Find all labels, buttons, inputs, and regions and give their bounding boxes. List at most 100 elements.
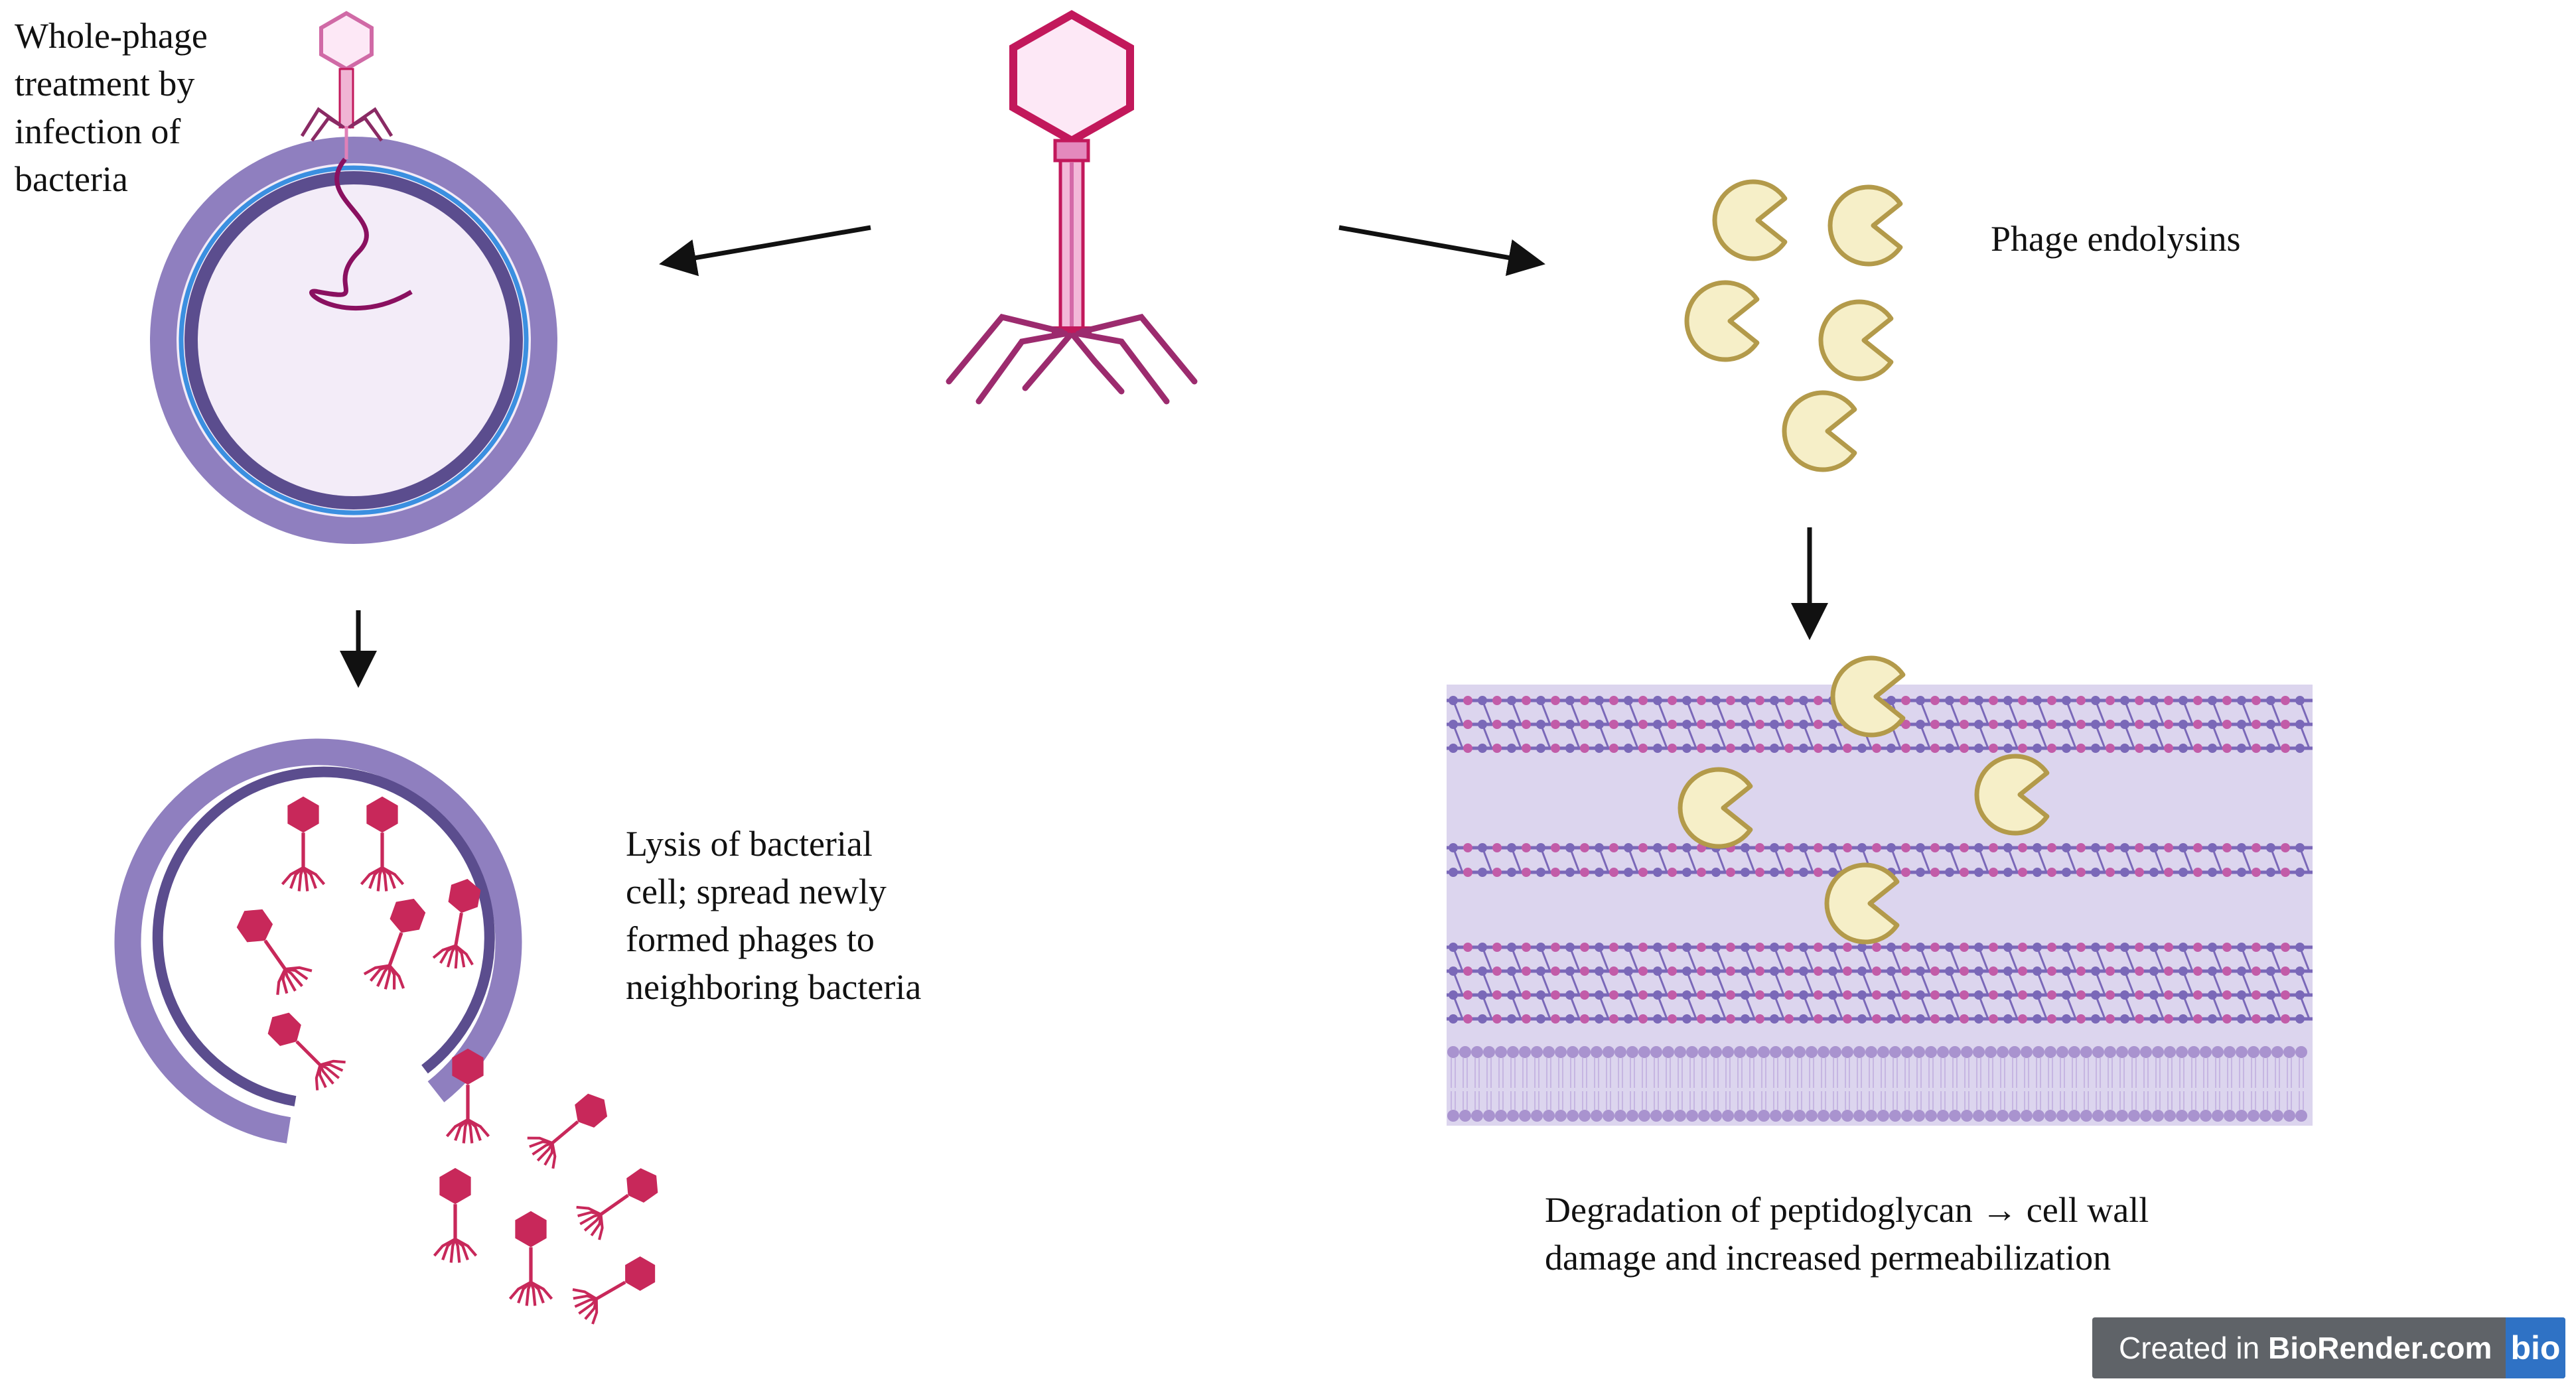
- lipid-unit: [2259, 1046, 2271, 1122]
- lipid-unit: [1531, 1046, 1543, 1122]
- lipid-unit: [1638, 1046, 1650, 1122]
- central-phage-icon: [946, 10, 1198, 405]
- lipid-unit: [1901, 1046, 1913, 1122]
- lipid-unit: [1794, 1046, 1806, 1122]
- lipid-unit: [1865, 1046, 1877, 1122]
- label-phage-endolysins: Phage endolysins: [1991, 219, 2241, 259]
- lipid-unit: [1710, 1046, 1722, 1122]
- lipid-unit: [1555, 1046, 1567, 1122]
- progeny-phage-icon: [281, 796, 326, 892]
- lipid-unit: [2271, 1046, 2283, 1122]
- lipid-unit: [2200, 1046, 2212, 1122]
- lipid-unit: [1734, 1046, 1746, 1122]
- lipid-unit: [1543, 1046, 1555, 1122]
- lipid-unit: [2116, 1046, 2128, 1122]
- progeny-phage-icon: [508, 1211, 553, 1306]
- label-degradation: Degradation of peptidoglycan → cell wall…: [1545, 1190, 2149, 1278]
- arrows: [340, 225, 1828, 688]
- lipid-unit: [1662, 1046, 1674, 1122]
- lipid-unit: [1447, 1046, 1459, 1122]
- lipid-unit: [2092, 1046, 2104, 1122]
- progeny-phage-icon: [445, 1048, 490, 1144]
- lipid-unit: [2068, 1046, 2080, 1122]
- lipid-unit: [2080, 1046, 2092, 1122]
- lipid-unit: [1770, 1046, 1782, 1122]
- badge-text: Created in BioRender.com: [2119, 1331, 2492, 1365]
- progeny-phage-icon: [576, 1168, 658, 1240]
- lipid-unit: [2140, 1046, 2152, 1122]
- lipid-unit: [1841, 1046, 1853, 1122]
- endolysin-pacman-icon: [1824, 862, 1900, 945]
- lipid-unit: [2295, 1046, 2307, 1122]
- glycan-chain: [1447, 943, 2313, 972]
- lipid-unit: [1686, 1046, 1698, 1122]
- lipid-unit: [1973, 1046, 1985, 1122]
- arrow-to-endolysins: [1338, 225, 1545, 276]
- lipid-unit: [1818, 1046, 1829, 1122]
- lipid-unit: [2176, 1046, 2188, 1122]
- glycan-chain: [1447, 966, 2313, 996]
- arrow-to-whole-phage: [659, 225, 871, 277]
- lipid-unit: [1746, 1046, 1758, 1122]
- lipid-unit: [1483, 1046, 1495, 1122]
- lipid-unit: [1614, 1046, 1626, 1122]
- endolysin-pacman-icon: [1830, 655, 1906, 738]
- endolysin-pacman-icon: [1974, 754, 2050, 836]
- lipid-unit: [1722, 1046, 1734, 1122]
- lipid-unit: [1674, 1046, 1686, 1122]
- glycan-chain: [1447, 744, 2313, 753]
- glycan-chain: [1447, 1014, 2313, 1024]
- biorender-badge[interactable]: Created in BioRender.com bio: [2092, 1317, 2565, 1378]
- endolysin-pacman-icon: [1818, 299, 1894, 381]
- lipid-unit: [1853, 1046, 1865, 1122]
- biorender-logo-icon: bio: [2506, 1317, 2565, 1378]
- lipid-unit: [1937, 1046, 1949, 1122]
- lipid-unit: [2248, 1046, 2259, 1122]
- lipid-unit: [2033, 1046, 2044, 1122]
- glycan-chain: [1447, 843, 2313, 873]
- endolysin-pacman-icon: [1684, 280, 1760, 362]
- lysing-bacterium-icon: [114, 738, 522, 1144]
- lipid-unit: [2021, 1046, 2033, 1122]
- infected-bacterium-icon: [150, 11, 557, 544]
- lipid-unit: [2212, 1046, 2224, 1122]
- endolysin-cluster: [1684, 179, 1903, 472]
- lipid-unit: [1889, 1046, 1901, 1122]
- lipid-unit: [1806, 1046, 1818, 1122]
- lipid-unit: [1471, 1046, 1483, 1122]
- peptidoglycan-wall-icon: [1447, 685, 2313, 1126]
- lipid-unit: [1650, 1046, 1662, 1122]
- endolysin-pacman-icon: [1782, 390, 1857, 472]
- lipid-unit: [2188, 1046, 2200, 1122]
- progeny-phages: [236, 796, 658, 1325]
- endolysin-pacman-icon: [1712, 179, 1788, 261]
- glycan-chain: [1447, 990, 2313, 1020]
- lipid-unit: [2104, 1046, 2116, 1122]
- progeny-phage-icon: [433, 1167, 478, 1263]
- glycan-chain: [1447, 696, 2313, 725]
- lipid-unit: [1507, 1046, 1519, 1122]
- lipid-unit: [1925, 1046, 1937, 1122]
- lipid-unit: [1495, 1046, 1507, 1122]
- lipid-unit: [2164, 1046, 2176, 1122]
- progeny-phage-icon: [363, 898, 426, 990]
- progeny-phage-icon: [360, 796, 405, 892]
- lipid-unit: [1459, 1046, 1471, 1122]
- lipid-unit: [1758, 1046, 1770, 1122]
- lipid-unit: [2224, 1046, 2236, 1122]
- lipid-unit: [1829, 1046, 1841, 1122]
- progeny-phage-icon: [432, 879, 481, 969]
- lipid-unit: [2009, 1046, 2021, 1122]
- lipid-unit: [1782, 1046, 1794, 1122]
- progeny-phage-icon: [236, 909, 313, 995]
- lipid-unit: [2236, 1046, 2248, 1122]
- lipid-unit: [2044, 1046, 2056, 1122]
- progeny-phage-icon: [267, 1012, 346, 1091]
- lipid-unit: [1591, 1046, 1603, 1122]
- lipid-unit: [1567, 1046, 1579, 1122]
- lipid-unit: [1579, 1046, 1591, 1122]
- lipid-unit: [1913, 1046, 1925, 1122]
